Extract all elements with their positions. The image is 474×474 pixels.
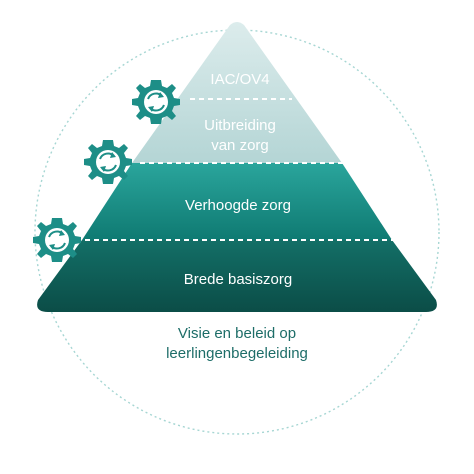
base-caption-line1: Visie en beleid op bbox=[178, 325, 296, 342]
tier-label-iac: IAC/OV4 bbox=[210, 71, 269, 88]
tier-brede-basiszorg bbox=[37, 240, 437, 312]
gear-cycle-icon bbox=[32, 217, 82, 263]
tier-label-brede: Brede basiszorg bbox=[184, 271, 292, 288]
tier-top-light bbox=[132, 22, 342, 163]
gear-cycle-icon bbox=[131, 79, 181, 125]
tier-label-uitbreiding-line2: van zorg bbox=[211, 137, 269, 154]
tier-verhoogde-zorg bbox=[82, 163, 392, 240]
gear-cycle-icon bbox=[83, 139, 133, 185]
base-caption-line2: leerlingenbegeleiding bbox=[166, 345, 308, 362]
tier-label-verhoogde: Verhoogde zorg bbox=[185, 197, 291, 214]
tier-label-uitbreiding-line1: Uitbreiding bbox=[204, 117, 276, 134]
